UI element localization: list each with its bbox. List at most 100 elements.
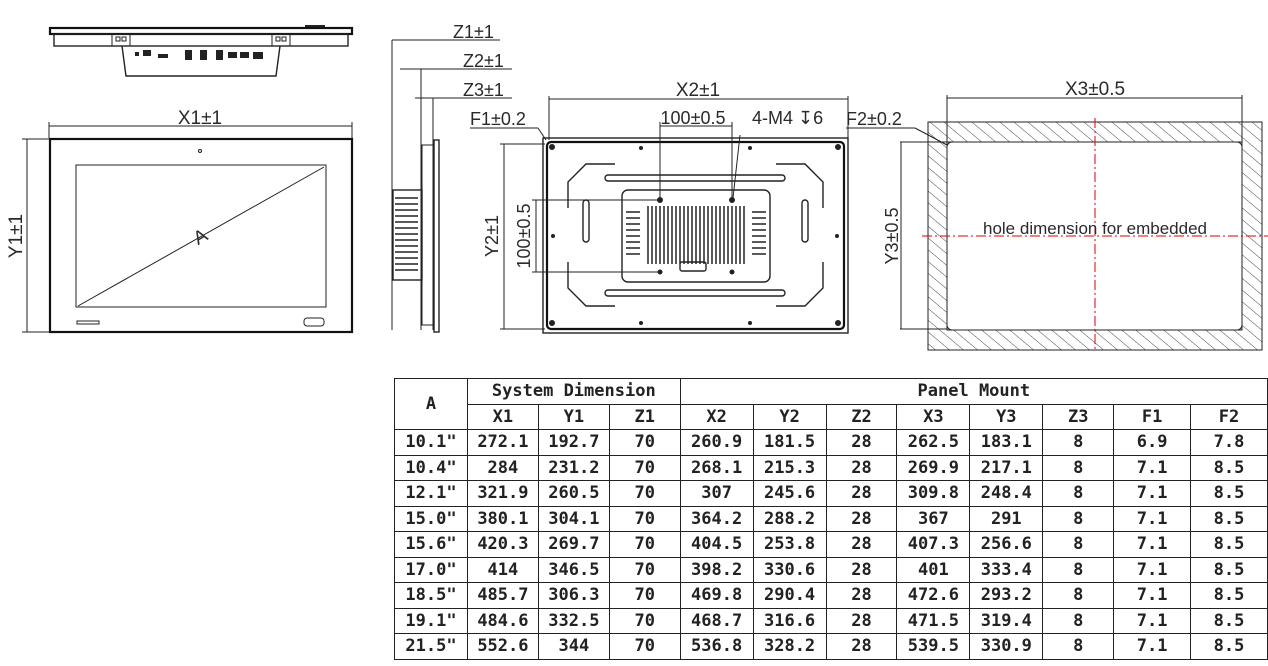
cell-x3: 367 <box>896 505 971 532</box>
f2-label: F2±0.2 <box>846 109 902 129</box>
cell-z2: 28 <box>825 607 898 634</box>
column-header-f2: F2 <box>1190 403 1268 430</box>
cell-f2: 7.8 <box>1190 429 1268 456</box>
cell-z1: 70 <box>608 429 681 456</box>
cell-z2: 28 <box>825 531 898 558</box>
header-a: A <box>394 378 468 430</box>
y3-label: Y3±0.5 <box>882 208 902 265</box>
cell-y3: 333.4 <box>969 556 1044 583</box>
cell-z1: 70 <box>608 454 681 481</box>
cell-z3: 8 <box>1042 480 1115 507</box>
cell-x1: 284 <box>466 454 539 481</box>
cell-x3: 309.8 <box>896 480 971 507</box>
cell-f1: 7.1 <box>1113 556 1192 583</box>
cell-x1: 484.6 <box>466 607 539 634</box>
column-header-z1: Z1 <box>608 403 681 430</box>
cell-y1: 346.5 <box>537 556 610 583</box>
cell-f2: 8.5 <box>1190 505 1268 532</box>
cell-x2: 268.1 <box>679 454 754 481</box>
rear-view <box>470 96 849 334</box>
cell-x1: 420.3 <box>466 531 539 558</box>
cell-y3: 248.4 <box>969 480 1044 507</box>
cell-size: 19.1" <box>394 607 468 634</box>
cell-y1: 269.7 <box>537 531 610 558</box>
cell-z3: 8 <box>1042 429 1115 456</box>
cell-x3: 471.5 <box>896 607 971 634</box>
cell-f2: 8.5 <box>1190 582 1268 609</box>
cell-z3: 8 <box>1042 607 1115 634</box>
cell-y2: 328.2 <box>752 633 827 660</box>
column-header-x1: X1 <box>466 403 539 430</box>
y2-label: Y2±1 <box>482 215 502 257</box>
cell-y2: 330.6 <box>752 556 827 583</box>
header-system-dimension: System Dimension <box>466 378 681 405</box>
cell-y1: 260.5 <box>537 480 610 507</box>
cell-f1: 6.9 <box>1113 429 1192 456</box>
cell-y2: 181.5 <box>752 429 827 456</box>
y1-label: Y1±1 <box>6 214 27 258</box>
cell-f2: 8.5 <box>1190 633 1268 660</box>
cell-y3: 217.1 <box>969 454 1044 481</box>
cell-y2: 290.4 <box>752 582 827 609</box>
cell-z2: 28 <box>825 429 898 456</box>
cell-z2: 28 <box>825 505 898 532</box>
vesa-h-label: 100±0.5 <box>661 108 726 128</box>
cell-z3: 8 <box>1042 556 1115 583</box>
cell-y2: 245.6 <box>752 480 827 507</box>
cell-z2: 28 <box>825 582 898 609</box>
cell-f1: 7.1 <box>1113 633 1192 660</box>
cell-size: 18.5" <box>394 582 468 609</box>
header-panel-mount: Panel Mount <box>679 378 1268 405</box>
cell-size: 21.5" <box>394 633 468 660</box>
column-header-z3: Z3 <box>1042 403 1115 430</box>
screw-label: 4-M4 ↧6 <box>752 108 823 128</box>
cell-size: 17.0" <box>394 556 468 583</box>
cell-x2: 536.8 <box>679 633 754 660</box>
cell-y1: 332.5 <box>537 607 610 634</box>
cell-z2: 28 <box>825 556 898 583</box>
cell-y2: 316.6 <box>752 607 827 634</box>
cell-y3: 183.1 <box>969 429 1044 456</box>
cell-x3: 262.5 <box>896 429 971 456</box>
cell-z1: 70 <box>608 480 681 507</box>
cell-x3: 539.5 <box>896 633 971 660</box>
cell-z2: 28 <box>825 633 898 660</box>
cell-z1: 70 <box>608 531 681 558</box>
cell-x1: 380.1 <box>466 505 539 532</box>
cell-f2: 8.5 <box>1190 454 1268 481</box>
column-header-y3: Y3 <box>969 403 1044 430</box>
column-header-y1: Y1 <box>537 403 610 430</box>
cell-z2: 28 <box>825 454 898 481</box>
column-header-x3: X3 <box>896 403 971 430</box>
cell-x2: 307 <box>679 480 754 507</box>
cell-z1: 70 <box>608 556 681 583</box>
cell-x1: 552.6 <box>466 633 539 660</box>
z2-label: Z2±1 <box>463 51 504 71</box>
cell-x2: 364.2 <box>679 505 754 532</box>
cell-f2: 8.5 <box>1190 556 1268 583</box>
cell-f1: 7.1 <box>1113 531 1192 558</box>
cell-size: 12.1" <box>394 480 468 507</box>
cell-f1: 7.1 <box>1113 582 1192 609</box>
cell-z3: 8 <box>1042 454 1115 481</box>
column-header-y2: Y2 <box>752 403 827 430</box>
vesa-v-label: 100±0.5 <box>514 204 534 269</box>
cell-x3: 407.3 <box>896 531 971 558</box>
cell-x3: 401 <box>896 556 971 583</box>
side-view <box>391 39 512 333</box>
cell-y3: 319.4 <box>969 607 1044 634</box>
cell-z3: 8 <box>1042 633 1115 660</box>
cell-z1: 70 <box>608 633 681 660</box>
cell-y1: 344 <box>537 633 610 660</box>
cell-z1: 70 <box>608 607 681 634</box>
cell-y3: 291 <box>969 505 1044 532</box>
cell-size: 15.6" <box>394 531 468 558</box>
cell-y1: 231.2 <box>537 454 610 481</box>
